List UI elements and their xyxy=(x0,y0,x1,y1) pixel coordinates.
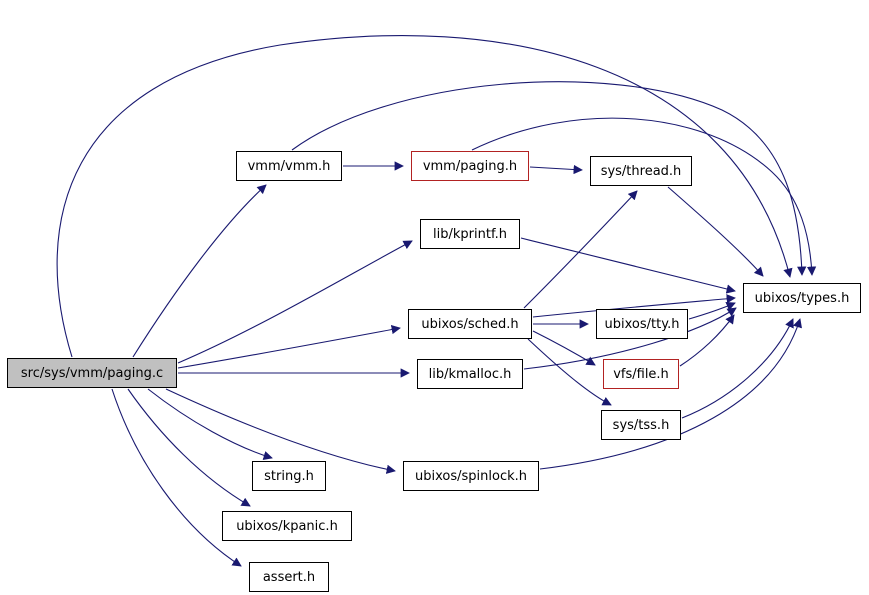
node-src-sys-vmm-paging-c: src/sys/vmm/paging.c xyxy=(7,358,177,388)
edge-src-sys-vmm-paging-c-to-string-h xyxy=(147,388,273,461)
node-sys-tss-h[interactable]: sys/tss.h xyxy=(601,410,681,440)
node-string-h[interactable]: string.h xyxy=(252,461,326,491)
edge-ubixos-spinlock-h-to-ubixos-types-h xyxy=(539,318,802,470)
edge-ubixos-sched-h-to-sys-thread-h xyxy=(523,190,638,309)
edge-ubixos-sched-h-to-ubixos-types-h xyxy=(532,294,736,318)
edge-sys-thread-h-to-ubixos-types-h xyxy=(667,186,764,277)
edge-lib-kprintf-h-to-ubixos-types-h xyxy=(520,237,736,294)
edge-vmm-paging-h-to-sys-thread-h xyxy=(529,164,583,175)
node-assert-h[interactable]: assert.h xyxy=(249,562,329,592)
node-lib-kprintf-h[interactable]: lib/kprintf.h xyxy=(420,219,520,249)
node-ubixos-tty-h[interactable]: ubixos/tty.h xyxy=(596,309,688,339)
node-ubixos-sched-h[interactable]: ubixos/sched.h xyxy=(408,309,532,339)
edge-vmm-vmm-h-to-ubixos-types-h xyxy=(291,81,807,276)
node-ubixos-kpanic-h[interactable]: ubixos/kpanic.h xyxy=(222,511,352,541)
node-vmm-paging-h[interactable]: vmm/paging.h xyxy=(411,151,529,181)
edge-ubixos-sched-h-to-sys-tss-h xyxy=(527,338,612,406)
node-ubixos-types-h[interactable]: ubixos/types.h xyxy=(743,283,861,313)
edge-ubixos-sched-h-to-vfs-file-h xyxy=(532,330,596,366)
node-ubixos-spinlock-h[interactable]: ubixos/spinlock.h xyxy=(403,461,539,491)
node-vfs-file-h[interactable]: vfs/file.h xyxy=(603,359,679,389)
edge-src-sys-vmm-paging-c-to-ubixos-kpanic-h xyxy=(127,388,251,507)
edge-ubixos-tty-h-to-ubixos-types-h xyxy=(688,302,736,320)
edge-src-sys-vmm-paging-c-to-ubixos-types-h xyxy=(56,35,793,358)
node-vmm-vmm-h[interactable]: vmm/vmm.h xyxy=(236,151,342,181)
edge-src-sys-vmm-paging-c-to-assert-h xyxy=(111,388,242,567)
node-lib-kmalloc-h[interactable]: lib/kmalloc.h xyxy=(417,359,523,389)
edge-vfs-file-h-to-ubixos-types-h xyxy=(679,314,735,367)
edge-vmm-paging-h-to-ubixos-types-h xyxy=(471,117,817,276)
edge-lib-kmalloc-h-to-ubixos-types-h xyxy=(523,307,737,370)
edge-src-sys-vmm-paging-c-to-lib-kprintf-h xyxy=(177,240,413,364)
edge-src-sys-vmm-paging-c-to-ubixos-sched-h xyxy=(177,324,401,369)
node-sys-thread-h[interactable]: sys/thread.h xyxy=(590,156,692,186)
edge-src-sys-vmm-paging-c-to-vmm-vmm-h xyxy=(132,184,267,358)
edge-sys-tss-h-to-ubixos-types-h xyxy=(681,318,794,419)
edge-src-sys-vmm-paging-c-to-ubixos-spinlock-h xyxy=(165,388,396,474)
